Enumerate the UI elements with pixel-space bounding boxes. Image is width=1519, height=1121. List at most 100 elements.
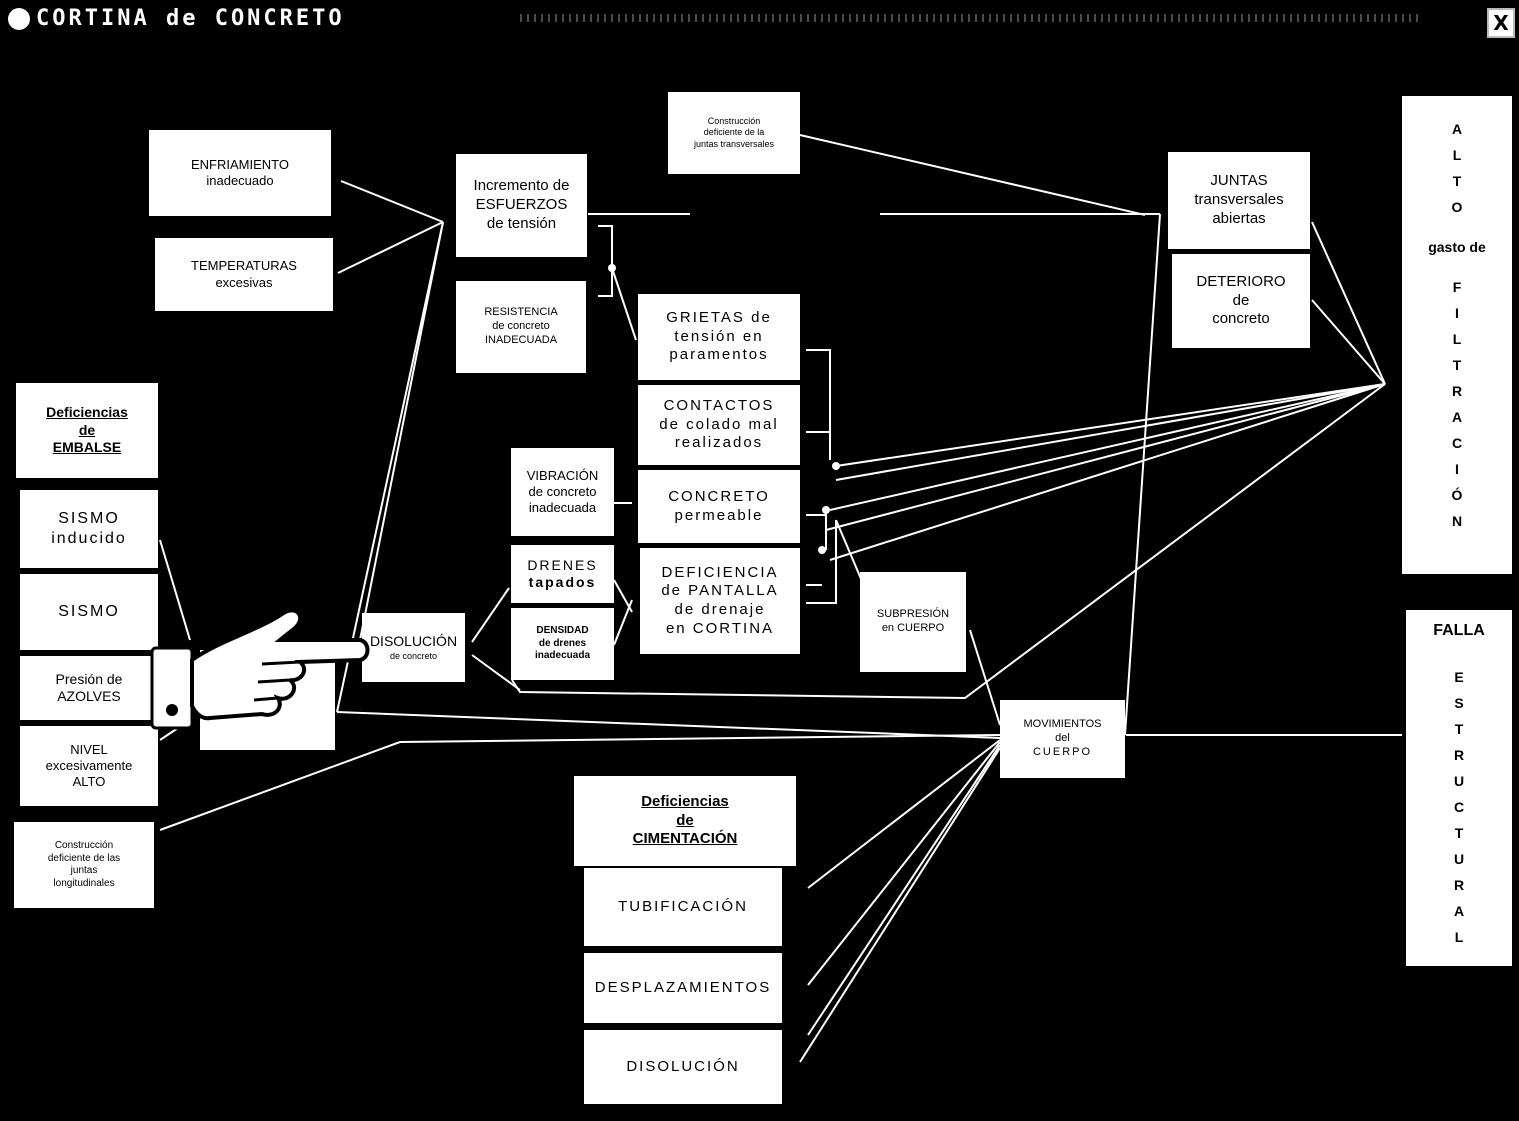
outcome-letter: E [1454, 669, 1464, 685]
outcome-letter: T [1454, 721, 1464, 737]
node-text: deficiente de las [47, 852, 121, 864]
node-subpresion[interactable]: SUBPRESIÓN en CUERPO [860, 572, 966, 672]
node-resistencia[interactable]: RESISTENCIA de concreto INADECUADA [456, 281, 586, 373]
node-text: DISOLUCIÓN [369, 633, 458, 650]
node-text: de tensión [486, 214, 557, 232]
node-text: DENSIDAD [536, 625, 589, 637]
node-text: excesivas [215, 274, 273, 290]
node-text: AZOLVES [57, 688, 121, 704]
node-nivel-alto[interactable]: NIVEL excesivamente ALTO [20, 726, 158, 806]
node-deficiencia-pantalla[interactable]: DEFICIENCIA de PANTALLA de drenaje en CO… [640, 548, 800, 654]
outcome-letter: I [1455, 305, 1459, 321]
node-concreto-permeable[interactable]: CONCRETO permeable [638, 470, 800, 543]
outcome-text: FALLA [1433, 622, 1485, 639]
app-icon[interactable] [8, 8, 30, 30]
node-juntas-abiertas[interactable]: JUNTAS transversales abiertas [1168, 152, 1310, 249]
node-text: ENFRIAMIENTO [191, 156, 289, 172]
outcome-letter: L [1452, 147, 1462, 163]
node-text: paramentos [669, 346, 769, 364]
node-text: tapados [528, 574, 597, 590]
node-desplazamientos[interactable]: DESPLAZAMIENTOS [584, 953, 782, 1023]
node-text: DESPLAZAMIENTOS [594, 978, 772, 996]
node-text: excesivamente [45, 757, 133, 773]
node-text: inadecuado [206, 173, 274, 188]
node-text: DRENES [527, 556, 598, 573]
title-bar: CORTINA de CONCRETO X [0, 0, 1519, 42]
node-text: SISMO [58, 603, 120, 620]
outcome-falla-estructural[interactable]: FALLA E S T R U C T U R A L [1406, 610, 1512, 966]
outcome-letter: L [1454, 929, 1464, 945]
node-densidad-drenes[interactable]: DENSIDAD de drenes inadecuada [511, 608, 614, 680]
node-temperaturas[interactable]: TEMPERATURAS excesivas [155, 238, 333, 311]
node-text: de PANTALLA [661, 582, 779, 600]
header-text: Deficiencias [641, 792, 729, 810]
outcome-letter: A [1451, 409, 1463, 425]
close-button[interactable]: X [1487, 8, 1515, 38]
node-text: DETERIORO [1196, 272, 1286, 290]
node-drenes-tapados[interactable]: DRENES tapados [511, 545, 614, 603]
node-text: ALTO [72, 774, 106, 790]
node-text: INADECUADA [484, 333, 558, 346]
node-sismo-inducido[interactable]: SISMO inducido [20, 490, 158, 568]
outcome-letter: S [1454, 695, 1464, 711]
node-disolucion-cimentacion[interactable]: DISOLUCIÓN [584, 1030, 782, 1104]
node-text: de drenes [538, 637, 587, 649]
node-text: DISOLUCIÓN [626, 1057, 740, 1075]
node-text: longitudinales [53, 877, 115, 889]
node-text: SISMO [58, 510, 120, 527]
node-text: NIVEL [70, 741, 108, 757]
header-text: Deficiencias [46, 404, 128, 421]
outcome-letter: F [1452, 279, 1462, 295]
outcome-letter: U [1453, 851, 1465, 867]
outcome-letter: R [1451, 383, 1463, 399]
node-text: juntas transversales [693, 138, 775, 149]
node-text: concreto [1212, 310, 1270, 328]
outcome-text: gasto de [1428, 239, 1486, 255]
header-text: CIMENTACIÓN [632, 830, 738, 848]
outcome-letter: R [1453, 877, 1465, 893]
header-text: de [676, 811, 694, 829]
node-text: inducido [51, 530, 127, 547]
node-text: inadecuada [528, 500, 597, 516]
node-text: GRIETAS de [666, 308, 772, 326]
node-text: de concreto [492, 320, 550, 333]
node-text: juntas [70, 865, 98, 876]
node-disolucion-concreto[interactable]: DISOLUCIÓN de concreto [362, 613, 465, 682]
pointing-hand-icon [150, 610, 370, 750]
node-enfriamiento[interactable]: ENFRIAMIENTO inadecuado [149, 130, 331, 216]
node-text: deficiente de la [703, 127, 765, 138]
cimentacion-header: Deficiencias de CIMENTACIÓN [574, 776, 796, 866]
outcome-letter: U [1453, 773, 1465, 789]
node-text: VIBRACIÓN [526, 467, 599, 483]
node-text: en CUERPO [881, 622, 945, 634]
node-grietas[interactable]: GRIETAS de tensión en paramentos [638, 294, 800, 380]
node-text: Construcción [54, 840, 114, 851]
node-vibracion[interactable]: VIBRACIÓN de concreto inadecuada [511, 448, 614, 536]
node-movimientos-cuerpo[interactable]: MOVIMIENTOS del CUERPO [1000, 700, 1125, 778]
outcome-alto-gasto-filtracion[interactable]: A L T O gasto de F I L T R A C I Ó N [1402, 96, 1512, 574]
node-incremento-esfuerzos[interactable]: Incremento de ESFUERZOS de tensión [456, 154, 587, 257]
node-text: de concreto [389, 650, 438, 661]
header-text: EMBALSE [52, 439, 122, 456]
node-construccion-longitudinales[interactable]: Construcción deficiente de las juntas lo… [14, 822, 154, 908]
node-deterioro[interactable]: DETERIORO de concreto [1172, 254, 1310, 348]
outcome-letter: Ó [1451, 487, 1463, 503]
title-bar-texture [520, 14, 1420, 22]
node-presion-azolves[interactable]: Presión de AZOLVES [20, 656, 158, 720]
node-text: CONTACTOS [663, 396, 775, 414]
node-sismo[interactable]: SISMO [20, 574, 158, 650]
node-construccion-transversales[interactable]: Construcción deficiente de la juntas tra… [668, 92, 800, 174]
node-text: MOVIMIENTOS [1023, 718, 1102, 731]
node-tubificacion[interactable]: TUBIFICACIÓN [584, 868, 782, 946]
node-contactos[interactable]: CONTACTOS de colado mal realizados [638, 385, 800, 465]
node-text: tensión en [674, 327, 764, 345]
node-text: inadecuada [534, 650, 591, 662]
outcome-letter: L [1452, 331, 1462, 347]
node-text: realizados [674, 434, 764, 452]
node-text: permeable [674, 506, 764, 524]
node-text: de [1232, 291, 1250, 309]
node-text: TUBIFICACIÓN [618, 897, 748, 915]
node-text: abiertas [1212, 209, 1266, 227]
node-text: DEFICIENCIA [661, 563, 779, 581]
node-text: JUNTAS [1210, 172, 1268, 190]
